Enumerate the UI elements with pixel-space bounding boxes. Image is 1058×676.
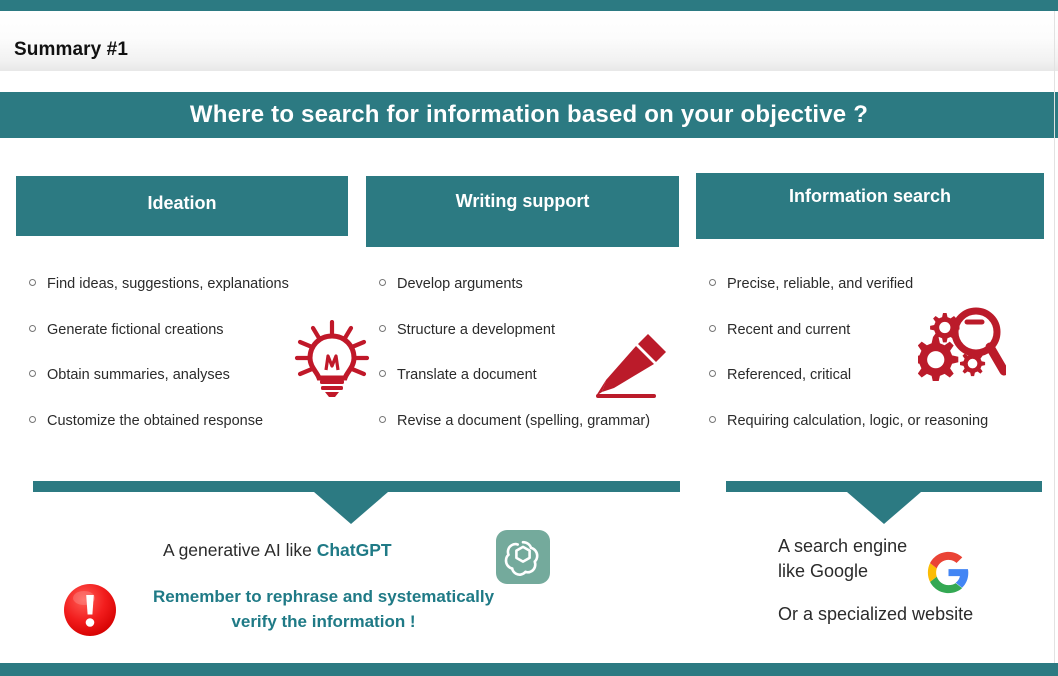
bullet-marker-icon [29,370,36,377]
column-header-label: Information search [788,186,952,206]
magnifier-gears-icon [918,307,1006,381]
bullet-marker-icon [379,324,386,332]
conclusion-left-lead-brand: ChatGPT [316,540,392,560]
page-right-edge [1054,11,1055,663]
list-item: Generate fictional creations [16,321,348,367]
list-item: Structure a development [366,321,679,367]
arrow-tip [314,492,388,524]
lightbulb-icon [294,320,370,397]
bottom-accent-bar [0,663,1058,676]
bullet-marker-icon [709,415,716,423]
pencil-icon [596,334,666,398]
list-item: Customize the obtained response [16,412,348,458]
chatgpt-logo [496,530,550,584]
column-header-label: Ideation [147,193,217,213]
conclusion-right-lead-line1: A search engine [778,536,908,556]
column-writing-support: Writing support Develop arguments Struct… [366,150,679,429]
arrow-tip [847,492,921,524]
list-item: Find ideas, suggestions, explanations [16,275,348,321]
list-item-label: Precise, reliable, and verified [727,276,914,292]
list-item-label: Obtain summaries, analyses [47,367,230,383]
column-header-information-search: Information search [696,173,1044,239]
bullet-list-writing-support: Develop arguments Structure a developmen… [366,275,679,457]
page-title: Summary #1 [14,39,129,60]
list-item-label: Develop arguments [397,276,523,292]
banner-text: Where to search for information based on… [189,101,869,128]
conclusion-left-warning-line2: verify the information ! [231,612,416,631]
column-header-ideation: Ideation [16,176,348,236]
list-item-label: Generate fictional creations [47,321,224,338]
column-header-label: Writing support [455,191,590,211]
conclusion-left-warning: Remember to rephrase and systematically … [120,584,527,634]
bullet-marker-icon [709,324,716,332]
bullet-marker-icon [709,370,716,377]
list-item-label: Customize the obtained response [47,412,264,429]
bullet-marker-icon [709,279,716,286]
arrow-bar [726,481,1042,492]
conclusion-right-lead: A search engine like Google [778,534,907,584]
bullet-marker-icon [379,370,386,377]
bullet-marker-icon [29,324,36,332]
exclamation-icon [64,584,116,636]
title-strip: Summary #1 [0,11,1058,71]
list-item: Revise a document (spelling, grammar) [366,412,679,458]
list-item-label: Referenced, critical [727,367,852,383]
bullet-list-ideation: Find ideas, suggestions, explanations Ge… [16,275,348,457]
list-item: Recent and current [696,321,1044,367]
title-gap [0,71,1058,92]
list-item-label: Find ideas, suggestions, explanations [47,276,289,292]
bullet-marker-icon [29,415,36,423]
list-item: Obtain summaries, analyses [16,366,348,412]
list-item-label: Requiring calculation, logic, or reasoni… [727,412,989,429]
list-item-label: Recent and current [727,321,851,338]
list-item-label: Structure a development [397,321,555,338]
bullet-marker-icon [379,415,386,423]
column-ideation: Ideation Find ideas, suggestions, explan… [16,150,370,429]
top-accent-bar [0,0,1058,11]
conclusion-right-lead-line2: like Google [778,561,869,581]
column-header-writing-support: Writing support [366,176,679,247]
list-item-label: Translate a document [397,367,537,383]
bullet-marker-icon [29,279,36,286]
banner-question: Where to search for information based on… [0,92,1058,138]
conclusion-right-alt: Or a specialized website [778,604,974,624]
arrow-bar [33,481,680,492]
bullet-list-information-search: Precise, reliable, and verified Recent a… [696,275,1044,457]
conclusion-left-lead-prefix: A generative AI like [163,540,317,560]
list-item: Referenced, critical [696,366,1044,412]
bullet-marker-icon [379,279,386,286]
conclusion-left-lead: A generative AI like ChatGPT [163,540,392,561]
list-item-label: Revise a document (spelling, grammar) [397,412,651,429]
column-information-search: Information search Precise, reliable, an… [696,150,1044,429]
list-item: Requiring calculation, logic, or reasoni… [696,412,1044,458]
google-logo [927,551,969,594]
list-item: Precise, reliable, and verified [696,275,1044,321]
conclusion-left-warning-line1: Remember to rephrase and systematically [152,587,495,606]
list-item: Translate a document [366,366,679,412]
list-item: Develop arguments [366,275,679,321]
